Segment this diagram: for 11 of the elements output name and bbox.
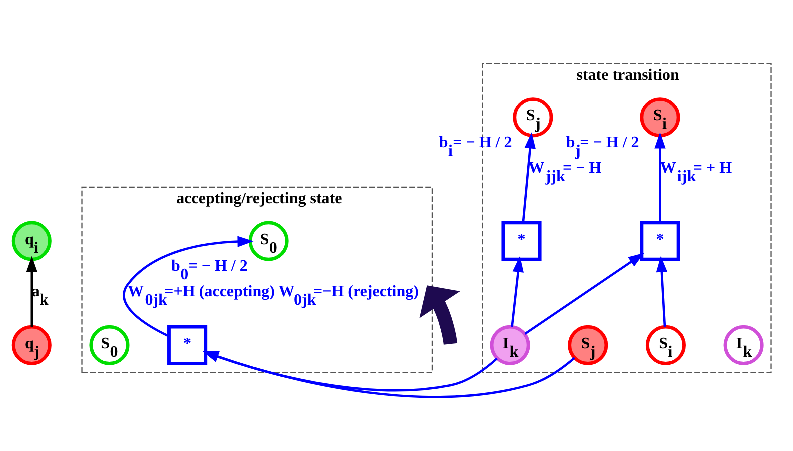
arrow xyxy=(524,252,644,335)
arrow xyxy=(522,132,536,222)
arrow xyxy=(122,236,254,337)
node-box: * xyxy=(167,324,208,365)
arrow xyxy=(654,132,666,222)
arrow xyxy=(510,256,524,327)
arrow xyxy=(26,256,37,326)
node-box: * xyxy=(640,220,680,261)
node-box: * xyxy=(501,220,542,261)
arrow xyxy=(419,285,460,345)
arrow xyxy=(656,256,668,327)
